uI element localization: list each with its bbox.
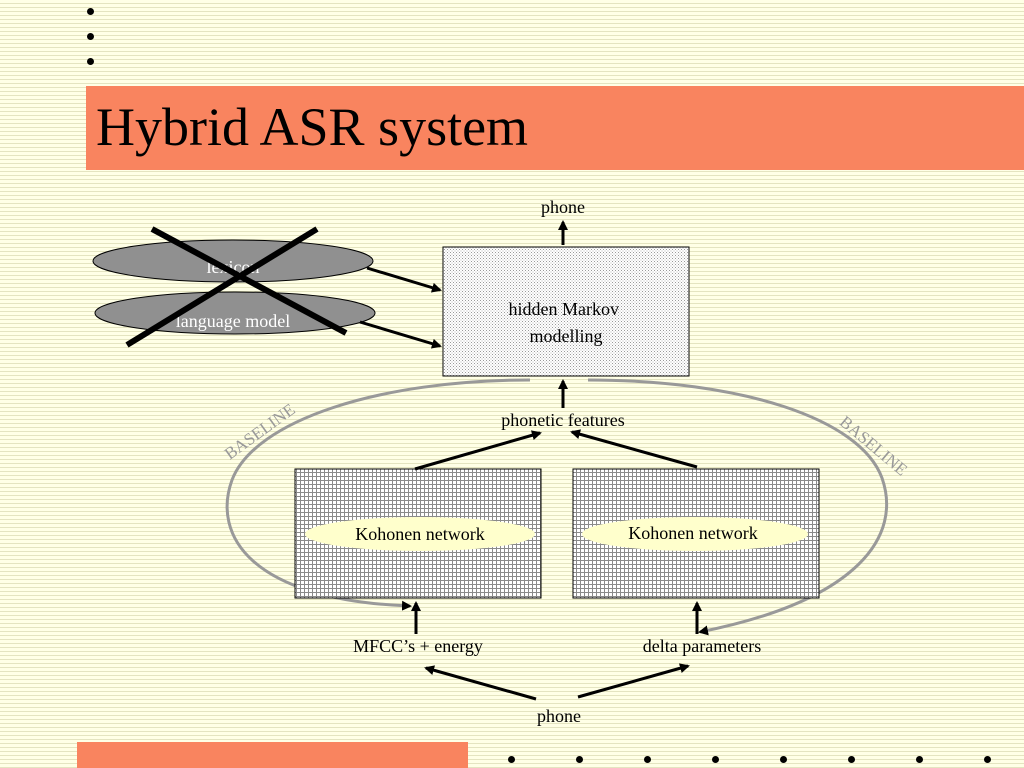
mfcc-energy-label: MFCC’s + energy [353, 636, 483, 656]
cross-out-stroke-1 [150, 226, 348, 336]
baseline-arc-left [225, 378, 531, 611]
phone-output-label: phone [541, 197, 585, 217]
phonetic-features-label: phonetic features [501, 410, 624, 430]
kohonen-ellipse-right [582, 517, 808, 551]
delta-parameters-label: delta parameters [643, 636, 761, 656]
bullet-dot [712, 756, 719, 763]
bottom-bullet-dots [508, 756, 1008, 764]
bullet-dot [984, 756, 991, 763]
bullet-dot [644, 756, 651, 763]
kohonen-ellipse-left [305, 517, 535, 551]
arrow-language-model-to-hmm [359, 320, 442, 349]
arrow-lexicon-to-hmm [366, 266, 442, 293]
hmm-label: hidden Markov modelling [509, 299, 624, 346]
kohonen-label-left: Kohonen network [355, 524, 484, 544]
title-bar [86, 86, 1024, 170]
baseline-label-right: BASELINE [836, 412, 911, 479]
baseline-arc-right [587, 378, 889, 636]
bullet-dot [508, 756, 515, 763]
top-bullet-dots [87, 8, 101, 83]
arrow-kohonen-right-to-features [570, 429, 698, 469]
kohonen-label-right: Kohonen network [628, 523, 757, 543]
phone-input-label: phone [537, 706, 581, 726]
hmm-label-line1: hidden Markov [509, 299, 619, 319]
baseline-label-left: BASELINE [221, 400, 299, 464]
bullet-dot [916, 756, 923, 763]
bottom-accent-bar [77, 742, 468, 768]
arrow-phone-to-delta [577, 663, 690, 699]
language-model-label: language model [176, 311, 290, 331]
bullet-dot [848, 756, 855, 763]
arrow-phone-to-mfcc [424, 665, 537, 701]
slide-title: Hybrid ASR system [96, 97, 529, 157]
bullet-dot [576, 756, 583, 763]
arrow-kohonen-left-to-features [414, 430, 542, 471]
hmm-box [442, 246, 690, 377]
bullet-dot [780, 756, 787, 763]
cross-out-stroke-2 [125, 226, 319, 348]
hmm-label-line2: modelling [530, 326, 603, 346]
bullet-dot [87, 33, 94, 40]
bullet-dot [87, 58, 94, 65]
bullet-dot [87, 8, 94, 15]
